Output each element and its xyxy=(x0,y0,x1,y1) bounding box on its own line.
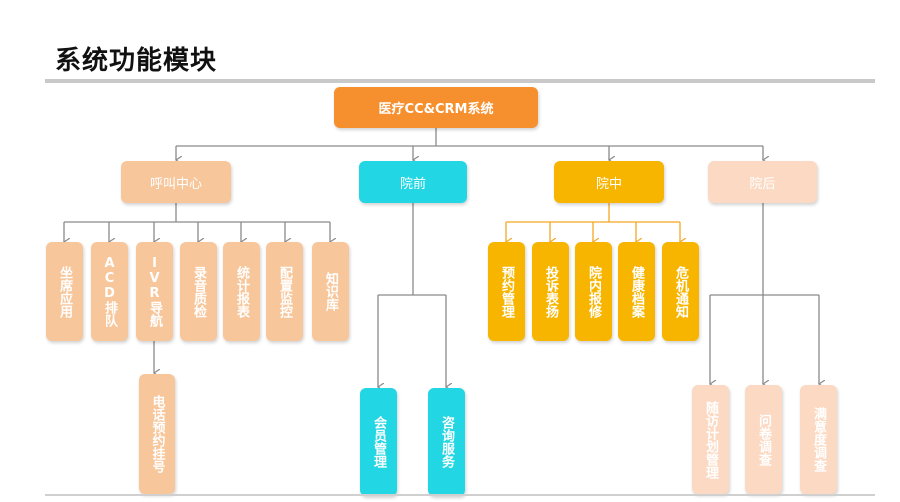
node-crisis-notice: 危机通知 xyxy=(662,242,699,341)
node-satisfaction-survey: 满意度调查 xyxy=(800,385,837,494)
node-config-monitor: 配置监控 xyxy=(266,242,303,341)
node-appointment-management: 预约管理 xyxy=(488,242,525,341)
node-complaint-praise: 投诉表扬 xyxy=(532,242,569,341)
branch-in-hospital: 院中 xyxy=(554,161,664,203)
node-ivr-navigation: IVR导航 xyxy=(136,242,173,341)
branch-post-hospital: 院后 xyxy=(708,161,817,203)
node-member-management: 会员管理 xyxy=(360,388,397,496)
title-divider xyxy=(45,79,875,83)
node-statistics-report: 统计报表 xyxy=(223,242,260,341)
node-followup-plan: 随访计划管理 xyxy=(692,385,729,494)
node-questionnaire: 问卷调查 xyxy=(745,385,782,494)
node-acd-queue: ACD排队 xyxy=(91,242,128,341)
page-title: 系统功能模块 xyxy=(55,46,218,76)
node-repair-request: 院内报修 xyxy=(575,242,612,341)
bottom-divider xyxy=(45,494,875,496)
node-consultation-service: 咨询服务 xyxy=(428,388,465,496)
node-phone-appointment: 电话预约挂号 xyxy=(139,374,175,494)
branch-call-center: 呼叫中心 xyxy=(121,161,231,203)
node-seat-application: 坐席应用 xyxy=(46,242,83,341)
node-recording-qa: 录音质检 xyxy=(180,242,217,341)
branch-pre-hospital: 院前 xyxy=(359,161,467,203)
node-knowledge-base: 知识库 xyxy=(312,242,349,341)
root-node: 医疗CC&CRM系统 xyxy=(334,87,538,128)
node-health-record: 健康档案 xyxy=(618,242,655,341)
